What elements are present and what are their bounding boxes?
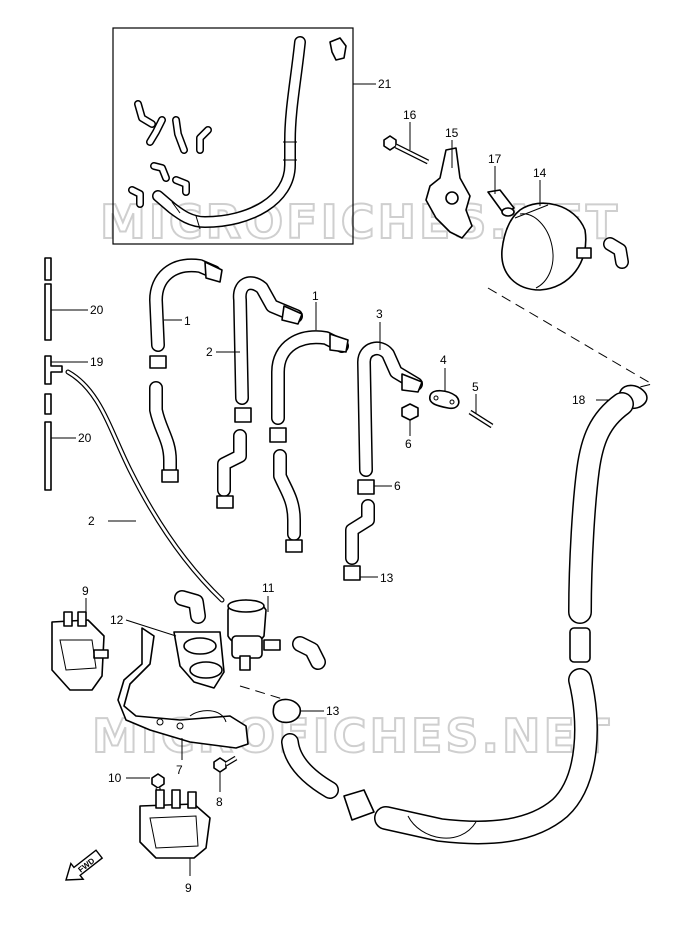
bolt-8 [213, 755, 238, 773]
holder-12 [173, 631, 225, 689]
hose-lower [281, 733, 339, 799]
kit-box-21 [112, 27, 354, 245]
callout-8: 8 [216, 795, 223, 809]
dash-line-right [487, 287, 654, 391]
callout-18: 2 [88, 514, 95, 528]
callout-7: 7 [176, 763, 183, 777]
bolt-16 [383, 135, 430, 165]
callout-2a: 1 [184, 314, 191, 328]
gasket-3-hole-b [449, 399, 455, 405]
callout-6b: 13 [380, 571, 394, 585]
collar-17-end [501, 207, 515, 217]
callout-3: 4 [440, 353, 447, 367]
callout-15: 15 [445, 126, 459, 140]
nut-5 [401, 403, 419, 421]
callout-11: 11 [262, 581, 275, 595]
fwd-arrow-icon: FWD [65, 849, 104, 881]
gasket-3-hole-a [433, 395, 439, 401]
air-cleaner-14 [501, 202, 629, 291]
hose-1-left [216, 276, 303, 509]
callout-12: 12 [110, 613, 124, 627]
callout-1b: 3 [376, 307, 383, 321]
joint-19 [44, 355, 63, 385]
callout-5: 6 [405, 437, 412, 451]
callout-9a: 9 [82, 584, 89, 598]
solenoid-9-lower [139, 789, 211, 859]
hose-2-middle [269, 330, 349, 553]
tube-18 [65, 369, 225, 603]
hose-1-right [343, 341, 423, 581]
hose-20-bottom [44, 393, 52, 491]
big-hose-right [343, 392, 634, 845]
bracket-7 [117, 627, 249, 749]
stud-4 [468, 409, 494, 429]
callout-20b: 20 [78, 431, 92, 445]
clamp-13-bottom [272, 698, 302, 724]
callout-14: 14 [533, 166, 547, 180]
callout-20a: 20 [90, 303, 104, 317]
callout-4: 5 [472, 380, 479, 394]
callout-10: 10 [108, 771, 122, 785]
callout-16: 16 [403, 108, 417, 122]
dash-line-lower [239, 685, 287, 701]
callout-6a: 6 [394, 479, 401, 493]
callout-9b: 9 [185, 881, 192, 895]
callout-17: 17 [488, 152, 502, 166]
callout-13a: 18 [572, 393, 586, 407]
callout-21: 21 [378, 77, 392, 91]
bracket-15-hole [445, 191, 459, 205]
callout-19: 19 [90, 355, 104, 369]
callout-13b: 13 [326, 704, 340, 718]
valve-11 [227, 599, 281, 671]
callout-1a: 2 [206, 345, 213, 359]
hose-20-top [44, 257, 52, 341]
leader-12 [125, 619, 177, 637]
hose-2-left [149, 258, 223, 483]
solenoid-9-left [51, 611, 109, 691]
callout-2b: 1 [312, 289, 319, 303]
kit-hose-set [128, 36, 347, 230]
